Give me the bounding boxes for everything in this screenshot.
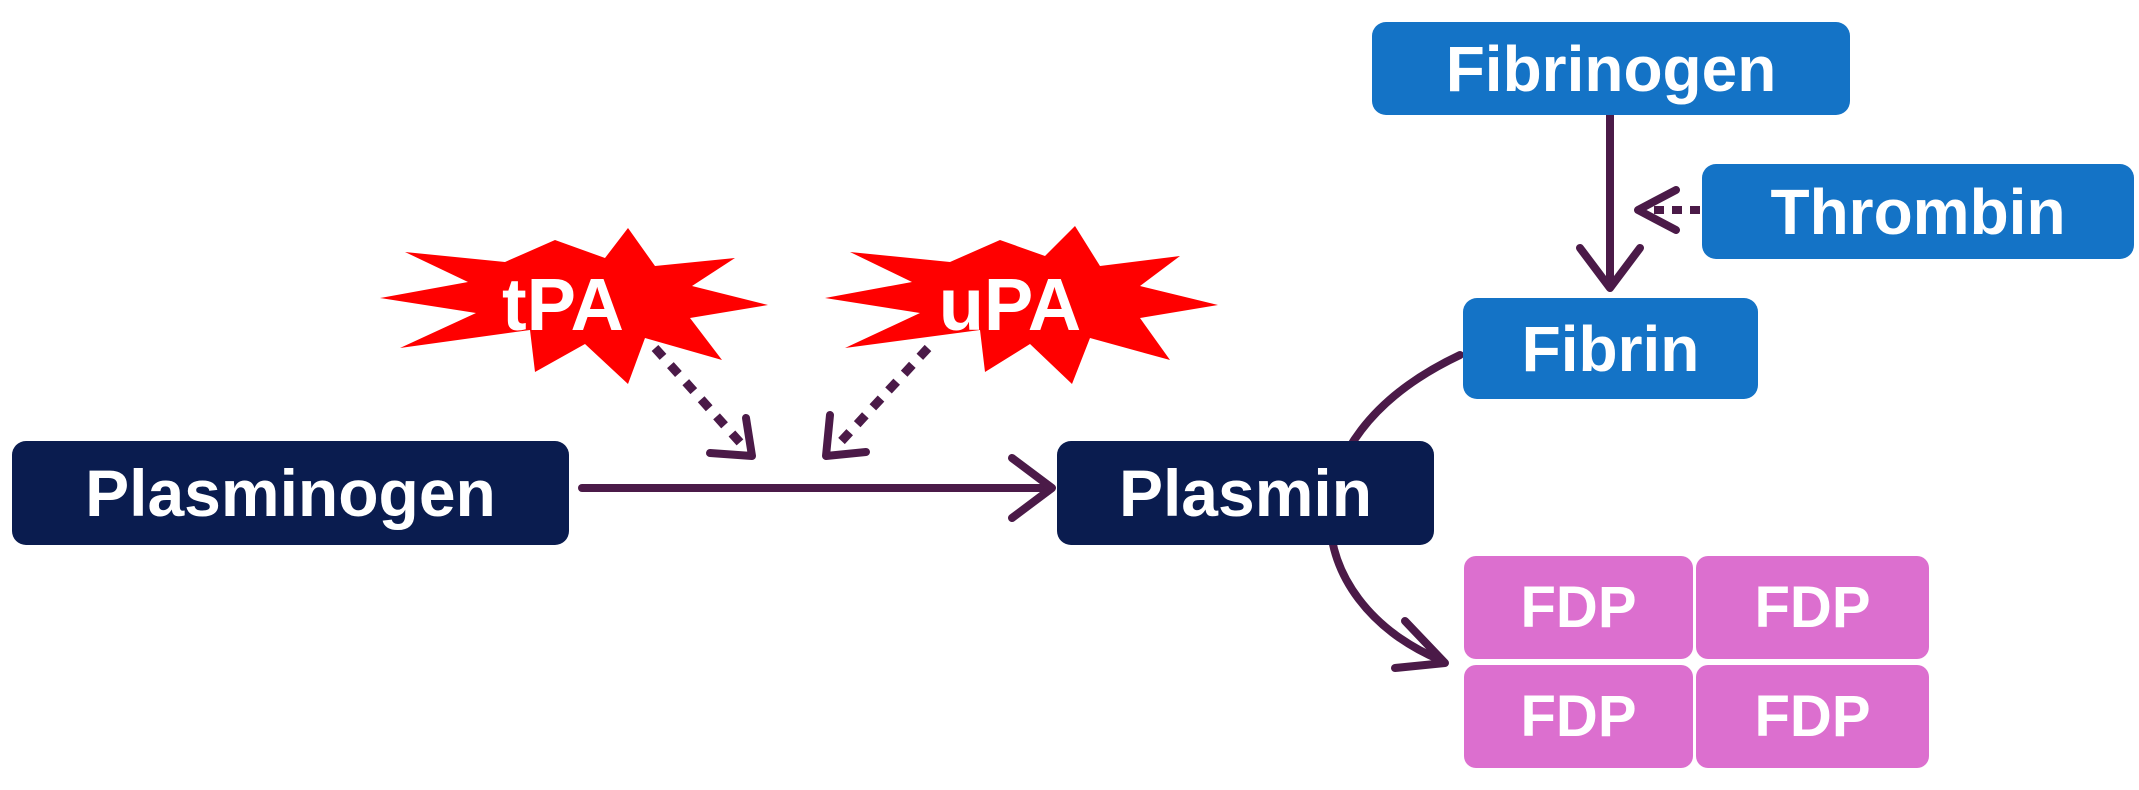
fibrinogen-box: Fibrinogen: [1372, 22, 1850, 115]
fdp-box: FDP: [1464, 665, 1693, 768]
upa-label: uPA: [938, 263, 1082, 346]
tpa-starburst: [380, 228, 768, 384]
upa-starburst: [825, 226, 1218, 384]
plasmin-box: Plasmin: [1057, 441, 1434, 545]
plasminogen-box: Plasminogen: [12, 441, 569, 545]
tpa-activation-arrow: [651, 344, 749, 452]
upa-activation-arrowhead: [822, 411, 870, 460]
plasminogen-to-plasmin-arrowhead: [1008, 454, 1056, 522]
fdp-box: FDP: [1696, 665, 1929, 768]
fdp-box: FDP: [1464, 556, 1693, 659]
fdp-box: FDP: [1696, 556, 1929, 659]
fibrin-to-fdp-arrowhead: [1391, 617, 1449, 672]
tpa-activation-arrowhead: [706, 414, 756, 460]
thrombin-catalysis-arrowhead: [1634, 186, 1680, 234]
upa-activation-arrow: [831, 344, 932, 452]
tpa-label: tPA: [502, 263, 624, 346]
fibrin-box: Fibrin: [1463, 298, 1758, 399]
fibrinogen-to-fibrin-arrowhead: [1576, 244, 1644, 292]
thrombin-box: Thrombin: [1702, 164, 2134, 259]
